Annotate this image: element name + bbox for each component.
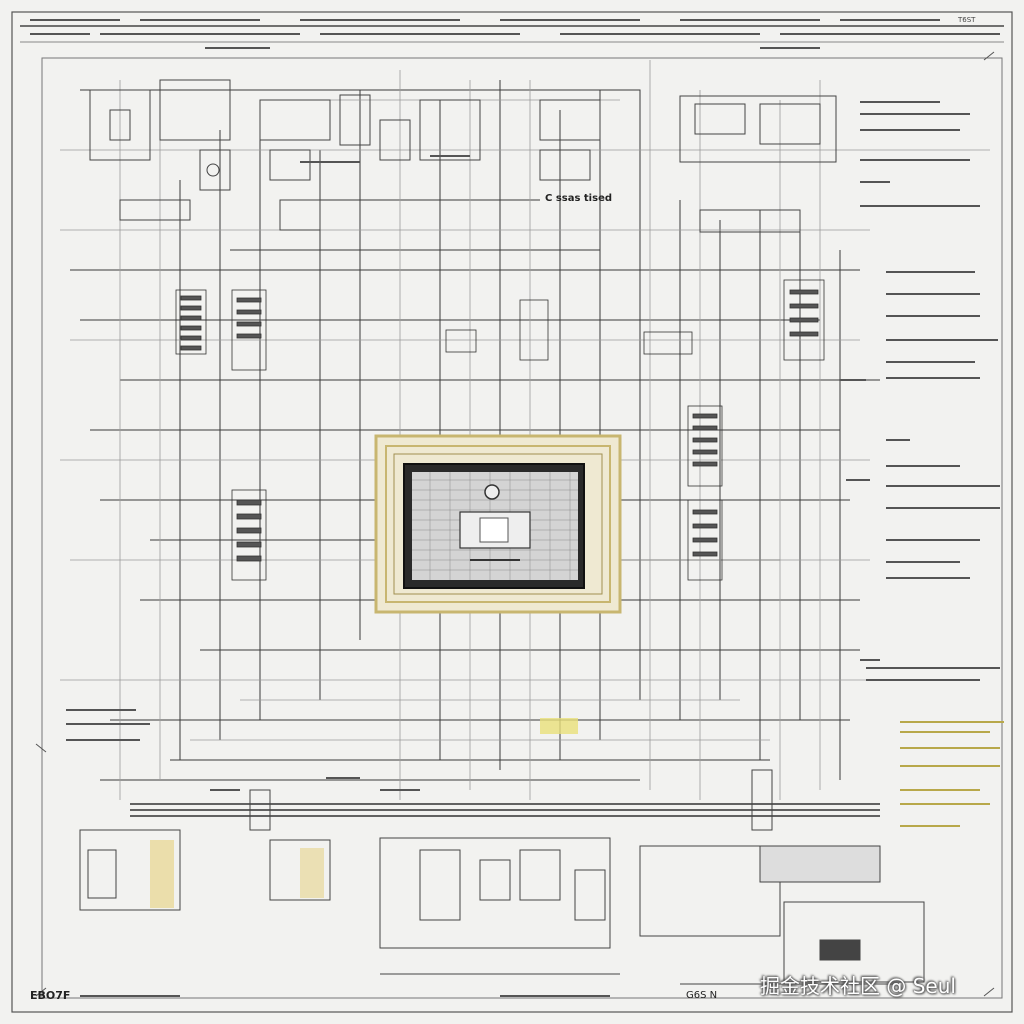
central-screen-assembly — [374, 434, 622, 614]
bottom-components — [79, 769, 925, 985]
top-right-panel — [539, 95, 837, 233]
arrow-marks — [35, 51, 995, 997]
annotation-text-strokes-yellow — [900, 721, 1004, 827]
drawing-code: G6S N — [686, 990, 718, 1001]
header-text-strokes — [30, 19, 1000, 35]
wiring-bus — [70, 80, 880, 781]
highlight-block — [540, 718, 578, 734]
highlight-block — [150, 840, 174, 908]
terminal-blocks — [175, 279, 825, 581]
highlight-block — [300, 848, 324, 898]
drawing-title: C ssas tised — [545, 193, 613, 204]
rail-lines — [130, 803, 880, 817]
watermark: 掘金技术社区 @ Seul — [760, 974, 956, 998]
inner-frame — [41, 57, 1003, 999]
left-annotation-strokes — [66, 47, 820, 791]
sheet-mark: T6ST — [958, 16, 976, 24]
sheet-number: EBO7F — [30, 989, 71, 1002]
annotation-text-strokes — [840, 101, 1000, 681]
top-left-components — [89, 79, 481, 231]
outer-frame — [11, 11, 1013, 1013]
